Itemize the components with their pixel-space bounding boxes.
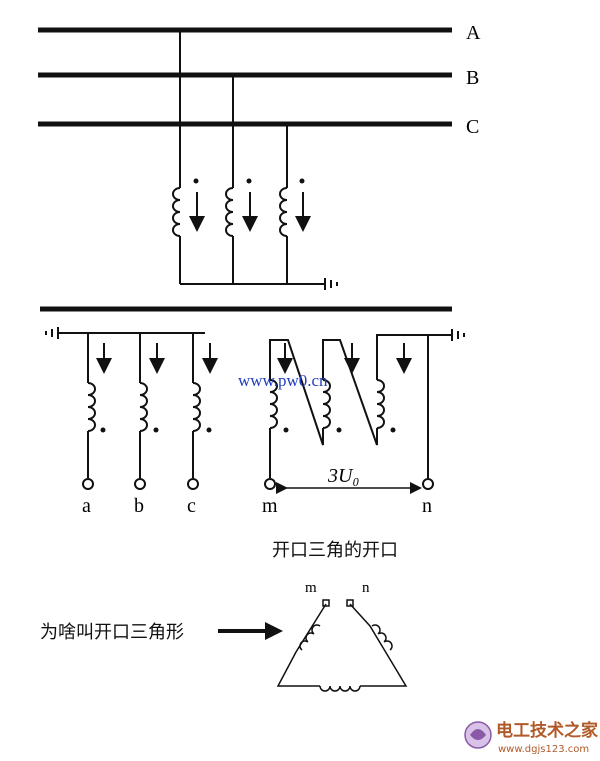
star-coil-a [87,382,96,432]
ground-icon [45,327,59,339]
terminal-label-a: a [82,495,91,517]
bus-label-c: C [466,116,479,138]
open-delta-secondary [264,334,452,490]
watermark-text: www.pw0.cn [238,371,328,390]
primary-coil-c [279,187,288,237]
terminal-n [422,478,434,490]
terminal-label-m: m [262,495,278,517]
polarity-dot [390,427,396,433]
polarity-dot [193,178,199,184]
star-coil-c [192,382,201,432]
open-delta-title: 开口三角的开口 [272,540,398,561]
terminal-label-c: c [187,495,196,517]
star-coil-b [139,382,148,432]
polarity-dot [299,178,305,184]
primary-coil-a [172,187,181,237]
ground-icon [451,329,465,341]
terminal-b [134,478,146,490]
terminal-label-b: b [134,495,144,517]
open-delta-coil-3 [376,379,385,429]
ground-icon [324,278,338,290]
bus-label-b: B [466,67,479,89]
polarity-dot [153,427,159,433]
open-delta-terminal-m: m [305,580,317,596]
polarity-dot [206,427,212,433]
site-logo: 电工技术之家 www.dgjs123.com [464,720,598,755]
polarity-dot [100,427,106,433]
right-arrow-icon [218,622,283,640]
open-delta-terminal-n: n [362,580,370,596]
star-secondary [58,332,205,490]
terminal-c [187,478,199,490]
terminal-m [264,478,276,490]
polarity-dot [336,427,342,433]
bus-bars [38,27,452,127]
site-url: www.dgjs123.com [498,744,589,755]
polarity-dot [283,427,289,433]
terminal-label-n: n [422,495,432,517]
voltage-label: 3U₀ [327,465,359,487]
bus-label-a: A [466,22,481,44]
open-delta-triangle [276,599,408,692]
open-delta-coil-2 [322,379,331,429]
terminal-a [82,478,94,490]
open-delta-coil-1 [269,379,278,429]
polarity-dot [246,178,252,184]
site-name: 电工技术之家 [496,720,598,741]
primary-windings [172,30,325,285]
primary-coil-b [225,187,234,237]
question-label: 为啥叫开口三角形 [40,622,184,643]
